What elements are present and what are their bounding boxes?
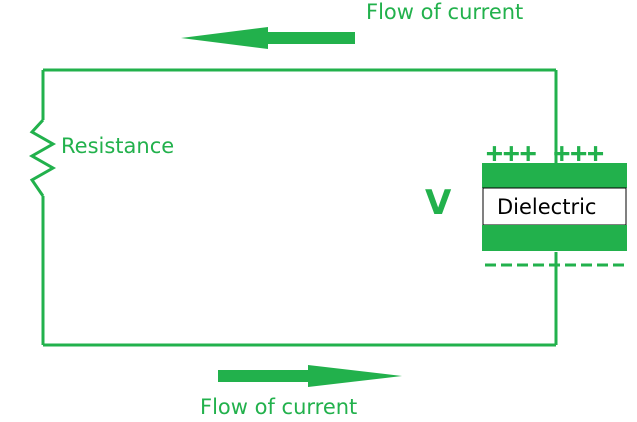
capacitor-plate-bottom [482, 225, 627, 251]
dielectric-label: Dielectric [497, 195, 596, 219]
positive-charges: +++ +++ [486, 136, 604, 169]
arrow-right-icon [218, 365, 402, 387]
arrow-left-icon [181, 27, 355, 49]
dielectric-box [482, 187, 627, 226]
voltage-label: V [425, 183, 452, 223]
circuit-wires [41, 68, 558, 347]
resistance-label: Resistance [61, 134, 174, 158]
flow-of-current-bottom-label: Flow of current [200, 395, 357, 419]
capacitor-plate-top [482, 163, 627, 188]
flow-of-current-top-label: Flow of current [366, 0, 523, 24]
resistor-icon [28, 118, 57, 197]
capacitor [482, 163, 627, 267]
